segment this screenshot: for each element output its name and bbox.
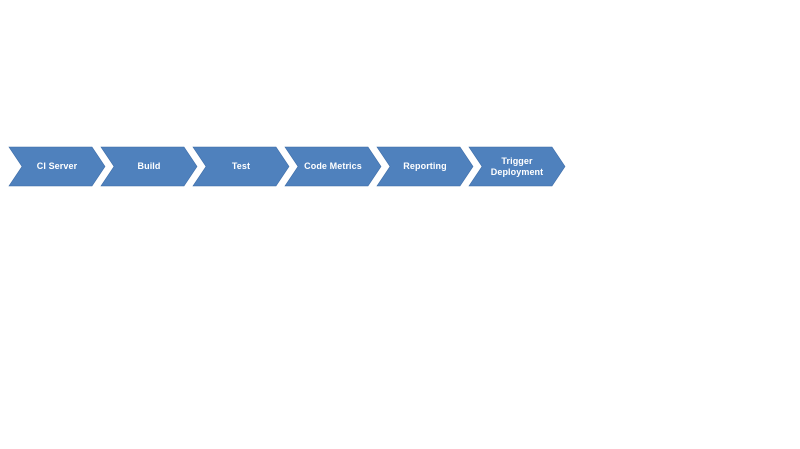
step-label-code-metrics: Code Metrics — [304, 161, 362, 171]
pipeline-chevrons — [8, 146, 566, 187]
chevron-step-6 — [468, 146, 566, 187]
chevron-step-5 — [376, 146, 474, 187]
step-label-test: Test — [231, 161, 251, 171]
step-label-reporting: Reporting — [403, 161, 447, 171]
chevron-step-3 — [192, 146, 290, 187]
ci-pipeline-diagram: CI Server Build Test Code Metrics Report… — [8, 146, 569, 187]
step-label-ci-server: CI Server — [36, 161, 78, 171]
chevron-step-1 — [8, 146, 106, 187]
chevron-step-4 — [284, 146, 382, 187]
step-label-build: Build — [137, 161, 161, 171]
step-label-trigger-deployment: Trigger Deployment — [490, 155, 544, 177]
chevron-step-2 — [100, 146, 198, 187]
